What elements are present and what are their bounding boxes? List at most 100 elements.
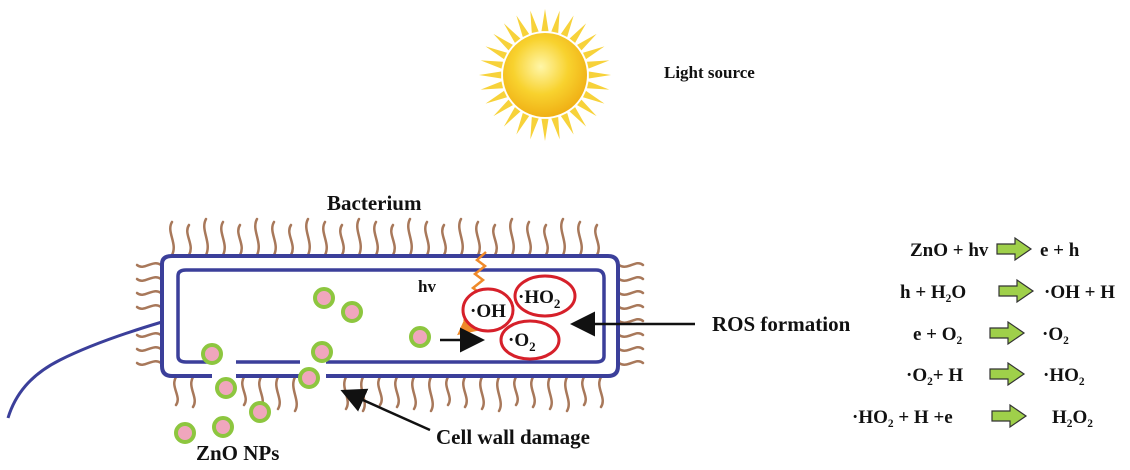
zno-nanoparticle [249,401,271,423]
pilus [594,223,600,257]
sun-ray [485,90,508,104]
sun-ray [588,71,611,79]
ros-ho2-circle: ·HO2 [513,274,577,318]
pilus [237,223,243,257]
pilus [288,223,294,257]
pilus [577,220,583,257]
pilus [617,360,645,366]
ros-oh-label: ·OH [470,301,506,322]
pilus [458,217,464,257]
pilus [424,220,430,257]
pilus [275,375,281,411]
pilus [254,217,260,257]
zno-nanoparticle [409,326,431,348]
ros-formation-label: ROS formation [712,312,851,336]
pilus [509,217,515,257]
pilus [462,375,468,409]
sun-ray [586,60,610,69]
ros-oh-circle: ·OH [461,287,515,333]
bacterium-label: Bacterium [327,191,422,215]
zno-nps-label: ZnO NPs [196,441,279,465]
pilus [220,220,226,257]
reaction-rhs: ·OH + H [1044,282,1115,303]
reaction-arrow [989,320,1026,346]
pilus [526,220,532,257]
pilus [135,290,163,296]
pilus [445,375,451,407]
pilus [617,318,645,324]
reaction-arrow [991,403,1028,429]
zno-nanoparticle [341,301,363,323]
pilus [135,346,163,352]
zno-nanoparticle [311,341,333,363]
pilus [617,304,645,310]
pilus [360,375,366,413]
pilus [356,217,362,257]
pilus [390,223,396,257]
sun-ray [479,71,502,79]
ros-o2-label: ·O2 [508,330,536,354]
pilus [271,220,277,257]
pilus [190,375,196,409]
reaction-lhs: ·HO₂ + H +e [852,407,953,428]
reaction-rhs: ·HO₂ [1043,365,1085,386]
sun-ray [560,112,574,135]
pilus [479,375,485,411]
reaction-arrow [998,278,1035,304]
pilus [135,360,163,366]
zno-nanoparticle [313,287,335,309]
pilus [135,262,163,268]
pilus [373,220,379,257]
reaction-lhs: ZnO + hv [910,240,989,261]
pilus [322,220,328,257]
pilus [377,375,383,407]
zno-nanoparticles [174,287,431,444]
sun-ray [577,33,597,51]
pilus [135,276,163,282]
pilus [135,332,163,338]
pilus [530,375,536,409]
reaction-equations: ZnO + hv e + h h + H₂O ·OH + H e + O₂ ·O₂ ·O₂+… [852,236,1115,429]
sun-ray [541,118,549,141]
pilus [543,223,549,257]
reaction-lhs: h + H₂O [900,282,966,303]
sun-core [503,33,587,117]
zno-nanoparticle [174,422,196,444]
pilus [560,217,566,257]
sun-icon [479,9,611,141]
pilus [564,375,570,413]
pilus [241,375,247,407]
sun-ray [569,23,587,43]
sun-ray [480,60,504,69]
pilus [394,375,400,409]
ros-ho2-label: ·HO2 [518,287,560,311]
sun-ray [582,90,605,104]
flagellum [6,320,163,419]
pilus [581,375,587,407]
pilus [135,304,163,310]
cell-wall-damage-label: Cell wall damage [436,425,590,449]
pilus [411,375,417,411]
pilus [547,375,553,411]
sun-ray [503,107,521,127]
reaction-rhs: e + h [1040,240,1080,261]
pilus [407,217,413,257]
sun-ray [485,46,508,60]
reaction-rhs: ·O₂ [1042,324,1069,345]
reaction-rhs: H₂O₂ [1052,407,1093,428]
sun-ray [530,10,539,34]
pilus [428,375,434,413]
reaction-lhs: e + O₂ [913,324,963,345]
sun-ray [493,33,513,51]
pilus [617,262,645,268]
reaction-arrow [989,361,1026,387]
sun-ray [586,81,610,90]
pilus [617,346,645,352]
pilus [305,217,311,257]
sun-ray [560,15,574,38]
ros-o2-circle: ·O2 [499,319,561,361]
reaction-lhs: ·O₂+ H [906,365,963,386]
pilus [598,375,604,409]
